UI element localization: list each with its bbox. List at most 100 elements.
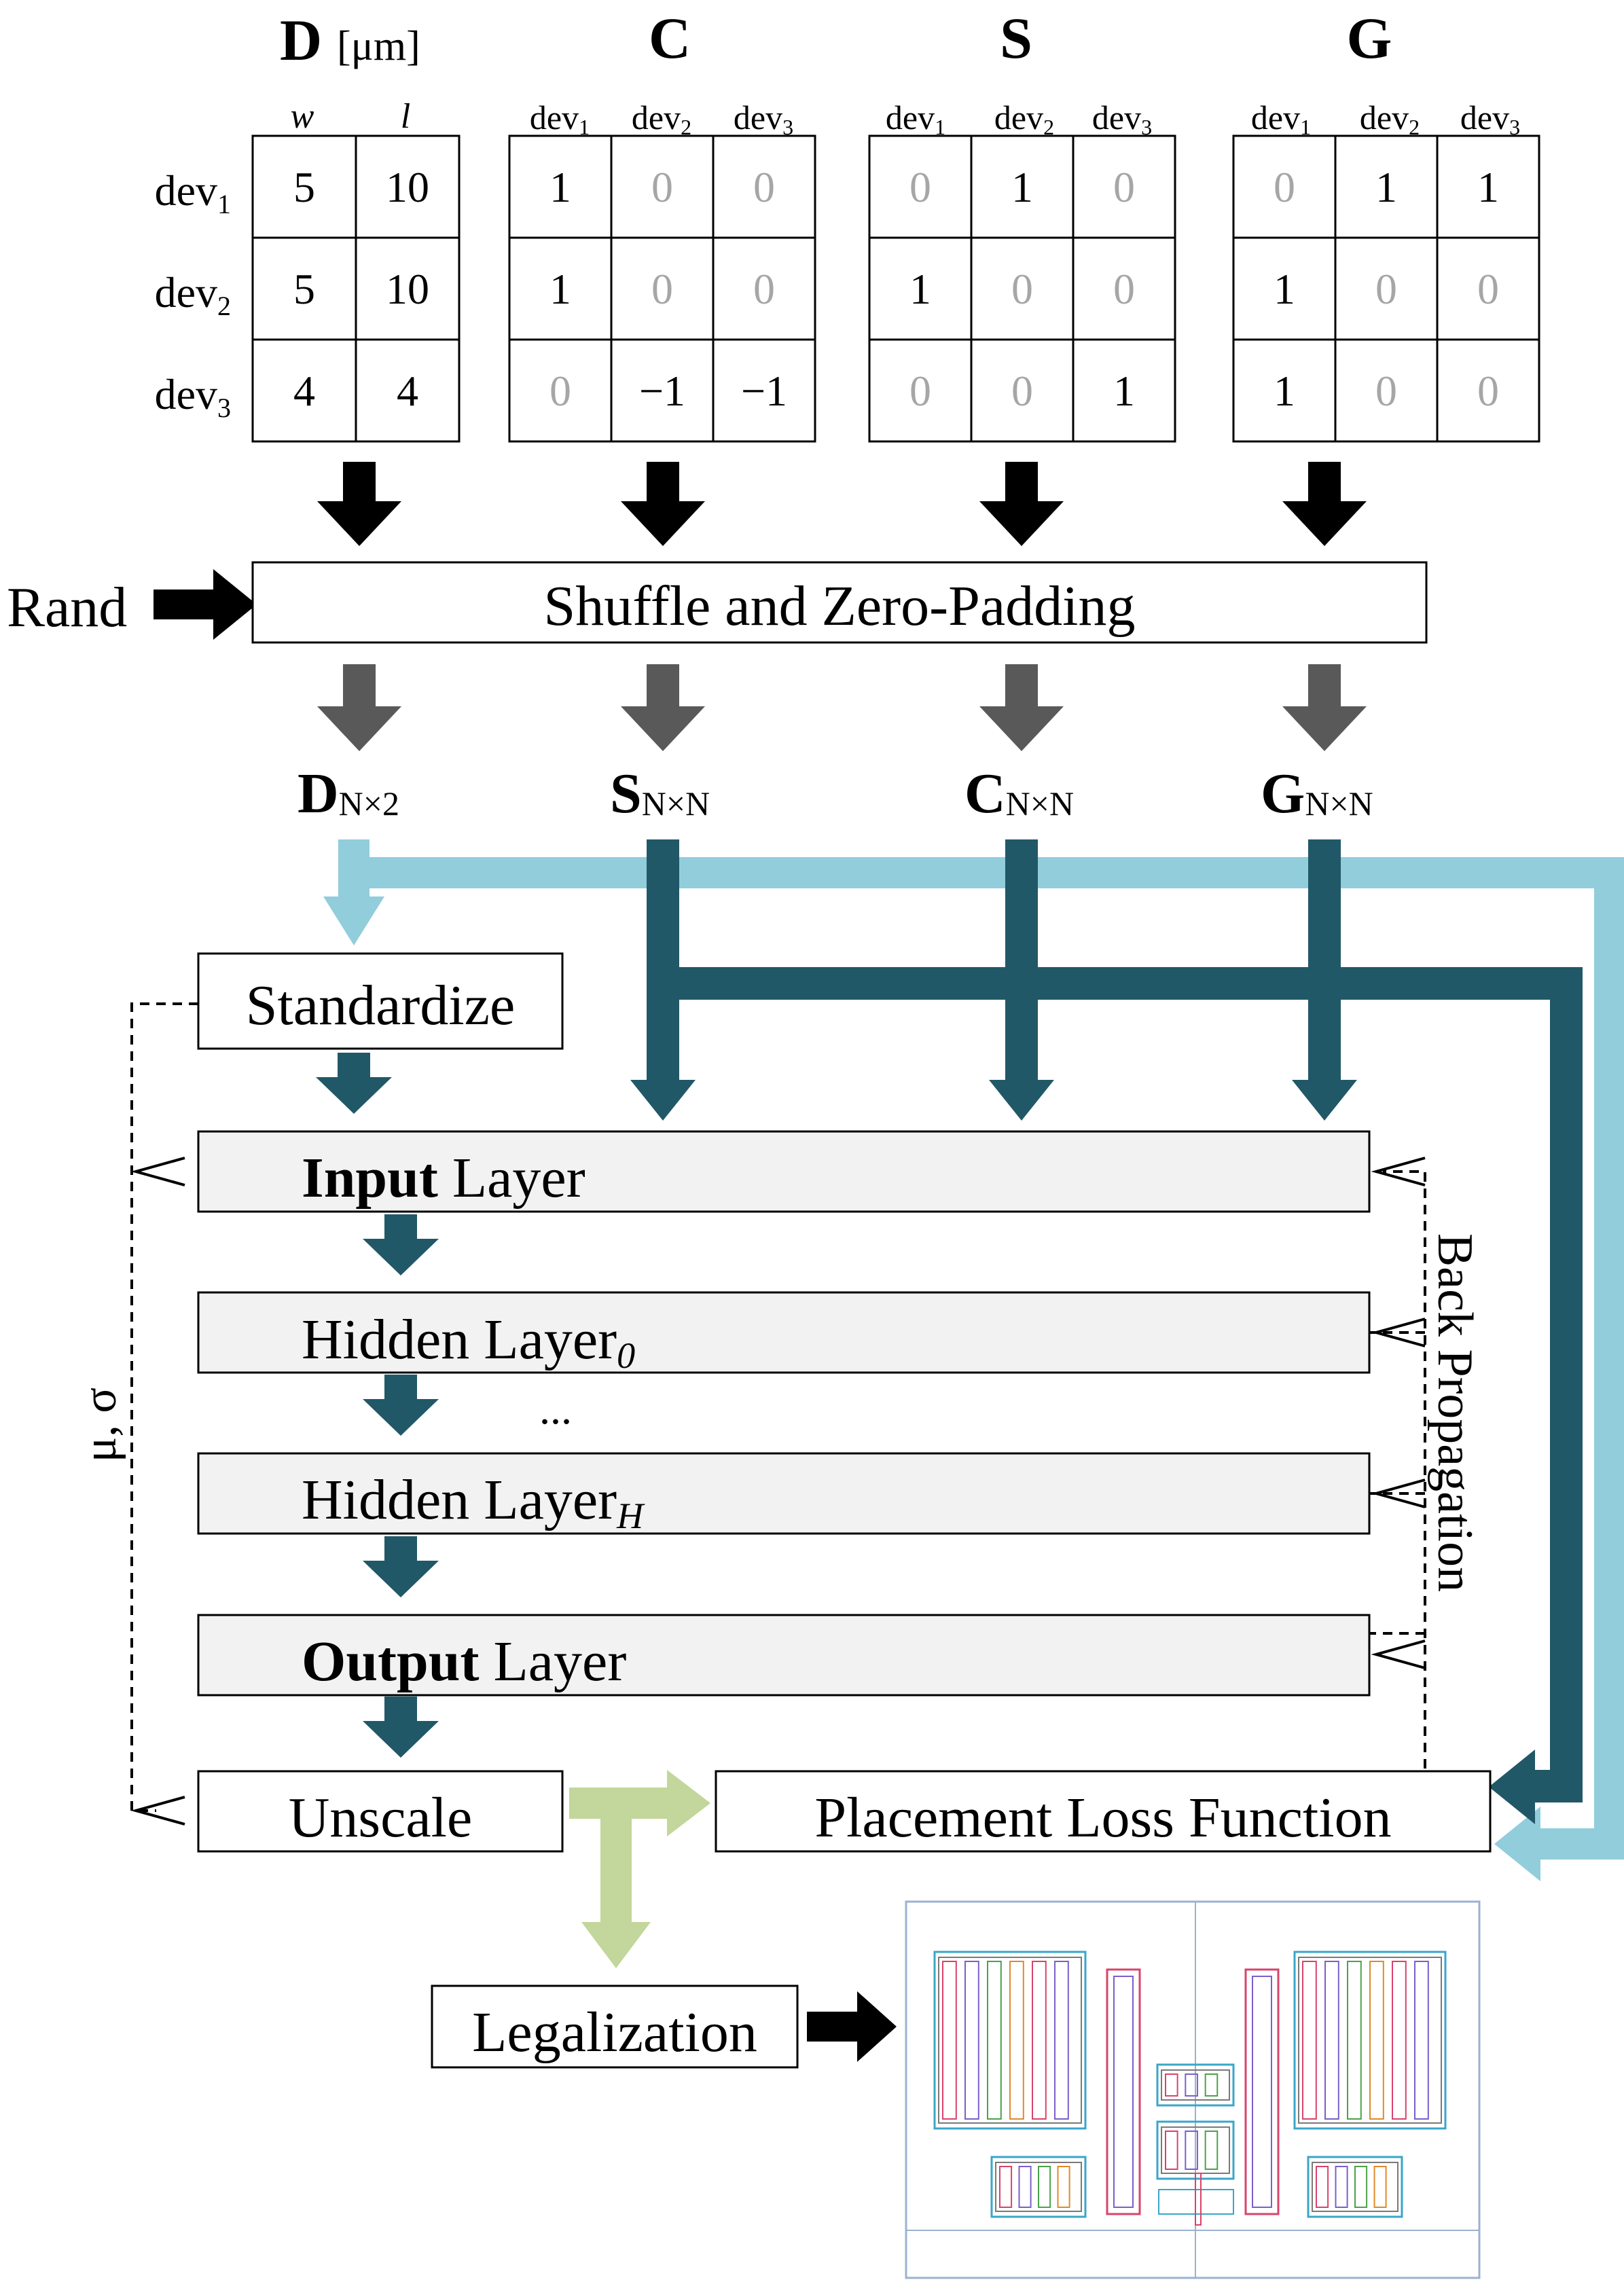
matrix-d-value: 5: [293, 163, 315, 211]
row-header-dev1: dev1: [155, 166, 231, 219]
layout-rect: [1165, 2073, 1178, 2097]
matrix-s-title: S: [1000, 5, 1032, 71]
green-arrow-to-legalization: [581, 1922, 651, 1968]
light-blue-arrow-to-standardize: [323, 896, 384, 945]
layout-rect: [1293, 1951, 1447, 2130]
matrix-s-cell: [970, 236, 1075, 341]
matrix-g-cell: [1232, 338, 1337, 443]
layout-rect: [1032, 1961, 1047, 2120]
matrix-g-title: G: [1347, 5, 1392, 71]
teal-bottom-left-bar: [1528, 1770, 1583, 1802]
matrix-g-value: 0: [1375, 367, 1397, 415]
layout-rect: [1302, 1961, 1317, 2120]
matrix-c-cell: [712, 236, 816, 341]
matrix-d-col-header-l: l: [401, 97, 410, 136]
layout-rect: [1204, 2131, 1219, 2170]
matrix-c-value: 0: [753, 163, 775, 211]
layout-rect: [1369, 1961, 1384, 2120]
layout-rect: [1298, 1957, 1442, 2124]
rand-label: Rand: [7, 576, 127, 639]
matrix-s-cell: [1072, 338, 1176, 443]
layout-rect: [1161, 2069, 1230, 2101]
light-blue-top-bar: [354, 857, 1624, 888]
hidden-layer-0-label: Hidden Layer0: [302, 1308, 635, 1376]
mu-sigma-open-arrow-unscale: [130, 1796, 185, 1826]
matrix-g-value: 0: [1375, 265, 1397, 313]
light-green-flow: [569, 1770, 710, 1968]
matrix-s-col-header-dev3: dev3: [1092, 98, 1152, 139]
matrix-c-value: 1: [549, 265, 571, 313]
matrix-s-cell: [868, 236, 973, 341]
matrix-s-value: 1: [909, 265, 931, 313]
layout-rect: [1347, 1961, 1362, 2120]
padded-g-label: GN×N: [1261, 762, 1373, 825]
matrix-c-value: 0: [753, 265, 775, 313]
input-layer-label: Input Layer: [302, 1146, 585, 1210]
green-arrow-to-loss: [667, 1770, 710, 1836]
matrix-d-col-header-w: w: [291, 97, 314, 136]
matrix-d-cell: [355, 236, 461, 341]
matrix-d-cell: [251, 134, 357, 239]
teal-s-stem: [647, 839, 679, 1084]
teal-arrow-input-to-hidden0: [363, 1214, 439, 1275]
matrix-d-value: 10: [386, 163, 429, 211]
layout-rect: [1316, 2166, 1329, 2208]
layout-rect: [1195, 2173, 1202, 2226]
bp-dashed-line: [1369, 1170, 1426, 1769]
layout-rect: [1038, 2166, 1051, 2208]
matrix-c-value: 0: [651, 163, 673, 211]
arrow-c-to-shuffle: [621, 462, 705, 546]
layout-rect: [1414, 1961, 1429, 2120]
matrix-s-cell: [970, 338, 1075, 443]
layout-rect: [1106, 1968, 1141, 2215]
green-vertical-bar: [600, 1788, 632, 1927]
standardize-label: Standardize: [246, 974, 516, 1037]
row-header-dev3: dev3: [155, 370, 231, 423]
dark-teal-flow: [316, 839, 1583, 1824]
layout-frame: [905, 1900, 1481, 2279]
rand-arrow: [154, 569, 257, 640]
matrix-d-value: 4: [397, 367, 418, 415]
hidden-layer-h-box: [197, 1452, 1371, 1535]
teal-arrow-hidden0-to-hiddenh: [363, 1375, 439, 1436]
layout-rect: [1165, 2131, 1178, 2170]
matrix-d-cell: [251, 236, 357, 341]
layout-rect: [1307, 2156, 1403, 2218]
layout-rect: [1009, 1961, 1024, 2120]
padded-s-label: SN×N: [610, 762, 710, 825]
matrix-s-cell: [1072, 134, 1176, 239]
teal-right-down-bar: [1550, 967, 1583, 1802]
matrix-s-cell: [1072, 236, 1176, 341]
matrix-g-col-header-dev1: dev1: [1251, 98, 1311, 139]
hidden-layer-0-box: [197, 1291, 1371, 1374]
light-blue-flow: [323, 839, 1624, 1881]
layout-device-shapes: [933, 1951, 1447, 2226]
layout-rect: [1156, 2063, 1235, 2107]
hidden-layers-ellipsis: ...: [539, 1385, 572, 1433]
legalization-arrow: [807, 1991, 897, 2062]
layout-rect: [995, 2162, 1082, 2212]
light-blue-bottom-bar: [1535, 1828, 1624, 1860]
legalization-box: [431, 1984, 799, 2069]
matrix-d-cell: [251, 338, 357, 443]
matrix-d-value: 5: [293, 265, 315, 313]
matrix-s-cell: [868, 338, 973, 443]
layout-rect: [1057, 2166, 1070, 2208]
layout-rect: [942, 1961, 957, 2120]
output-layer-label: Output Layer: [302, 1630, 626, 1693]
matrix-g-cell: [1436, 134, 1540, 239]
arrow-d-to-shuffle: [317, 462, 401, 546]
back-propagation-label: Back Propagation: [1427, 1233, 1483, 1592]
row-header-dev2: dev2: [155, 268, 231, 321]
light-blue-arrow-to-loss: [1494, 1807, 1540, 1881]
matrix-d-cell: [355, 338, 461, 443]
matrix-c-value: −1: [741, 367, 787, 415]
layout-rect: [1392, 1961, 1407, 2120]
layout-rect: [1185, 2131, 1198, 2170]
layout-rect: [1244, 1968, 1280, 2215]
matrix-s-value: 0: [909, 163, 931, 211]
